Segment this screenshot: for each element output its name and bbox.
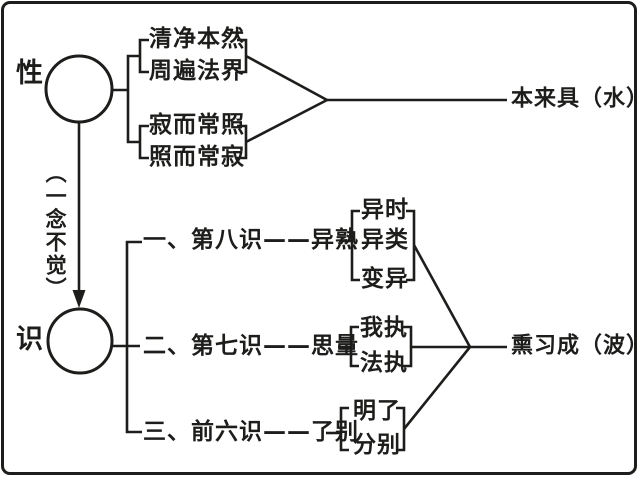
nature-converge-line-lower bbox=[245, 98, 328, 144]
row1-sub-3: 变异 bbox=[361, 266, 409, 293]
row2-sub-1: 我执 bbox=[360, 315, 408, 342]
nature-aspect-3: 寂而常照 bbox=[149, 112, 245, 139]
consciousness-circle bbox=[46, 307, 114, 375]
consciousness-converge-line-lower bbox=[402, 346, 472, 430]
row3-sub-1: 明了 bbox=[353, 398, 401, 425]
row1-sub-1: 异时 bbox=[361, 197, 409, 224]
eighth-consciousness-row-title: 一、第八识——异熟 bbox=[143, 227, 359, 254]
nature-circle bbox=[44, 54, 114, 124]
nature-converge-line-upper bbox=[245, 54, 328, 102]
row3-sub-2: 分别 bbox=[353, 432, 401, 459]
first-six-consciousness-row-title: 三、前六识——了别 bbox=[143, 419, 359, 446]
row1-left-bracket bbox=[350, 209, 360, 282]
nature-aspect-4: 照而常寂 bbox=[149, 144, 245, 171]
nature-label: 性 bbox=[16, 57, 44, 89]
nature-pair1-left-bracket bbox=[138, 38, 149, 74]
seventh-consciousness-row-title: 二、第七识——思量 bbox=[143, 333, 359, 360]
nature-result-label: 本来具（水） bbox=[511, 86, 640, 112]
consciousness-label: 识 bbox=[16, 323, 44, 355]
nature-aspect-1: 清净本然 bbox=[149, 26, 245, 53]
consciousness-result-label: 熏习成（波） bbox=[511, 333, 640, 359]
nature-main-bracket bbox=[126, 54, 140, 144]
row2-left-bracket bbox=[349, 325, 359, 368]
row2-sub-2: 法执 bbox=[360, 350, 408, 377]
transition-arrow-head bbox=[72, 290, 86, 308]
nature-pair2-left-bracket bbox=[138, 124, 149, 160]
consciousness-converge-line-upper bbox=[412, 244, 472, 348]
row3-left-bracket bbox=[339, 406, 349, 452]
row1-sub-2: 异类 bbox=[361, 227, 409, 254]
consciousness-main-bracket bbox=[125, 240, 142, 434]
nature-aspect-2: 周遍法界 bbox=[149, 58, 245, 85]
transition-label: （一念不觉） bbox=[43, 162, 68, 300]
